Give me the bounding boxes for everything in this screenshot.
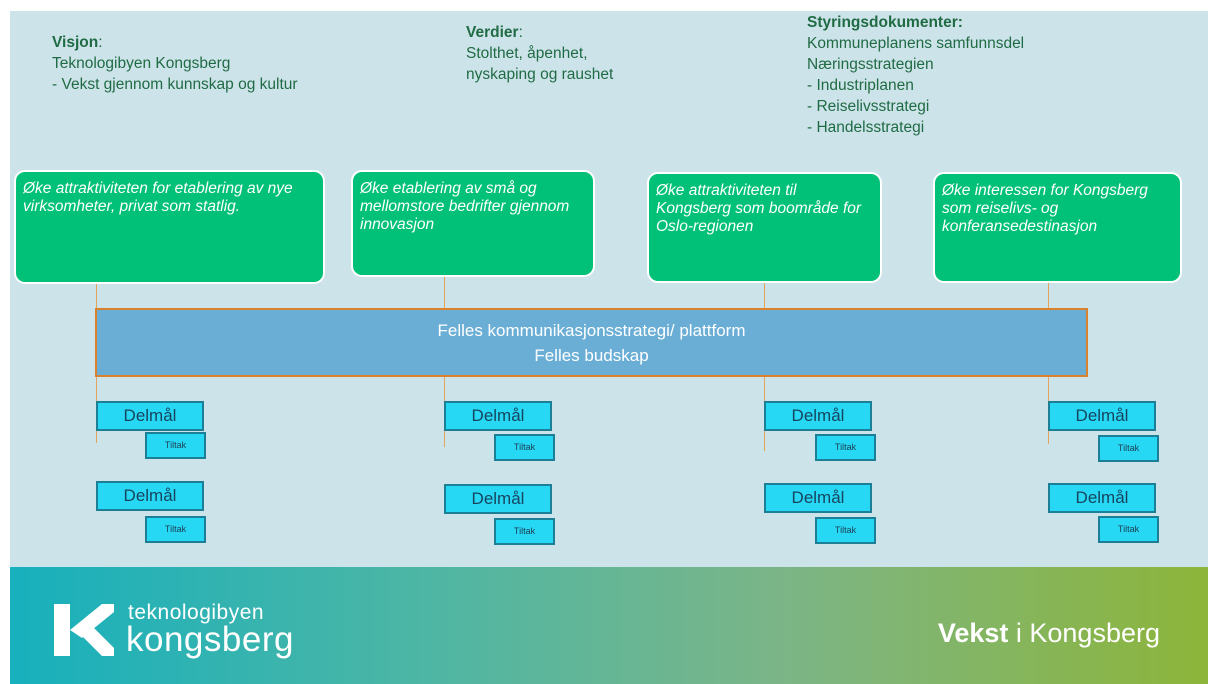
governing-document-item: Næringsstrategien [807,56,934,73]
band-line-2: Felles budskap [534,346,649,365]
tiltak-box: Tiltak [145,432,206,459]
delmal-box: Delmål [96,401,204,431]
tiltak-box: Tiltak [815,434,876,461]
delmal-box: Delmål [764,483,872,513]
tiltak-box: Tiltak [1098,435,1159,462]
tagline-rest: i Kongsberg [1008,618,1160,648]
logo-text-large: kongsberg [126,620,294,659]
goal-box-1: Øke attraktiviteten for etablering av ny… [14,170,325,284]
governing-document-item: Kommuneplanens samfunnsdel [807,35,1025,52]
goal-box-2: Øke etablering av små og mellomstore bed… [351,170,595,277]
goal-box-3: Øke attraktiviteten til Kongsberg som bo… [647,172,882,283]
governing-documents-block: Styringsdokumenter: Kommuneplanens samfu… [807,12,1024,138]
tiltak-box: Tiltak [145,516,206,543]
kongsberg-logo-icon [54,604,114,656]
common-communication-band: Felles kommunikasjonsstrategi/ plattform… [95,308,1088,377]
footer-tagline: Vekst i Kongsberg [938,618,1160,649]
values-label: Verdier [466,24,519,41]
vision-label: Visjon [52,34,99,51]
governing-document-item: - Handelsstrategi [807,119,925,136]
delmal-box: Delmål [1048,483,1156,513]
footer-banner: teknologibyen kongsberg Vekst i Kongsber… [10,567,1208,684]
vision-block: Visjon: Teknologibyen Kongsberg - Vekst … [52,34,298,93]
vision-line-1: Teknologibyen Kongsberg [52,55,231,72]
governing-document-item: - Industriplanen [807,77,914,94]
delmal-box: Delmål [764,401,872,431]
delmal-box: Delmål [1048,401,1156,431]
values-block: Verdier: Stolthet, åpenhet, nyskaping og… [466,24,614,83]
tiltak-box: Tiltak [494,434,555,461]
governing-document-item: - Reiselivsstrategi [807,98,930,115]
values-line-1: Stolthet, åpenhet, [466,45,588,62]
strategy-slide: Visjon: Teknologibyen Kongsberg - Vekst … [10,11,1208,684]
vision-line-2: - Vekst gjennom kunnskap og kultur [52,76,298,93]
band-line-1: Felles kommunikasjonsstrategi/ plattform [437,321,746,340]
delmal-box: Delmål [96,481,204,511]
tiltak-box: Tiltak [494,518,555,545]
tagline-bold: Vekst [937,618,1009,648]
goal-box-4: Øke interessen for Kongsberg som reiseli… [933,172,1182,283]
governing-documents-label: Styringsdokumenter: [807,14,963,31]
tiltak-box: Tiltak [815,517,876,544]
values-line-2: nyskaping og raushet [466,66,614,83]
delmal-box: Delmål [444,484,552,514]
tiltak-box: Tiltak [1098,516,1159,543]
logo-text-small: teknologibyen [128,601,265,624]
delmal-box: Delmål [444,401,552,431]
